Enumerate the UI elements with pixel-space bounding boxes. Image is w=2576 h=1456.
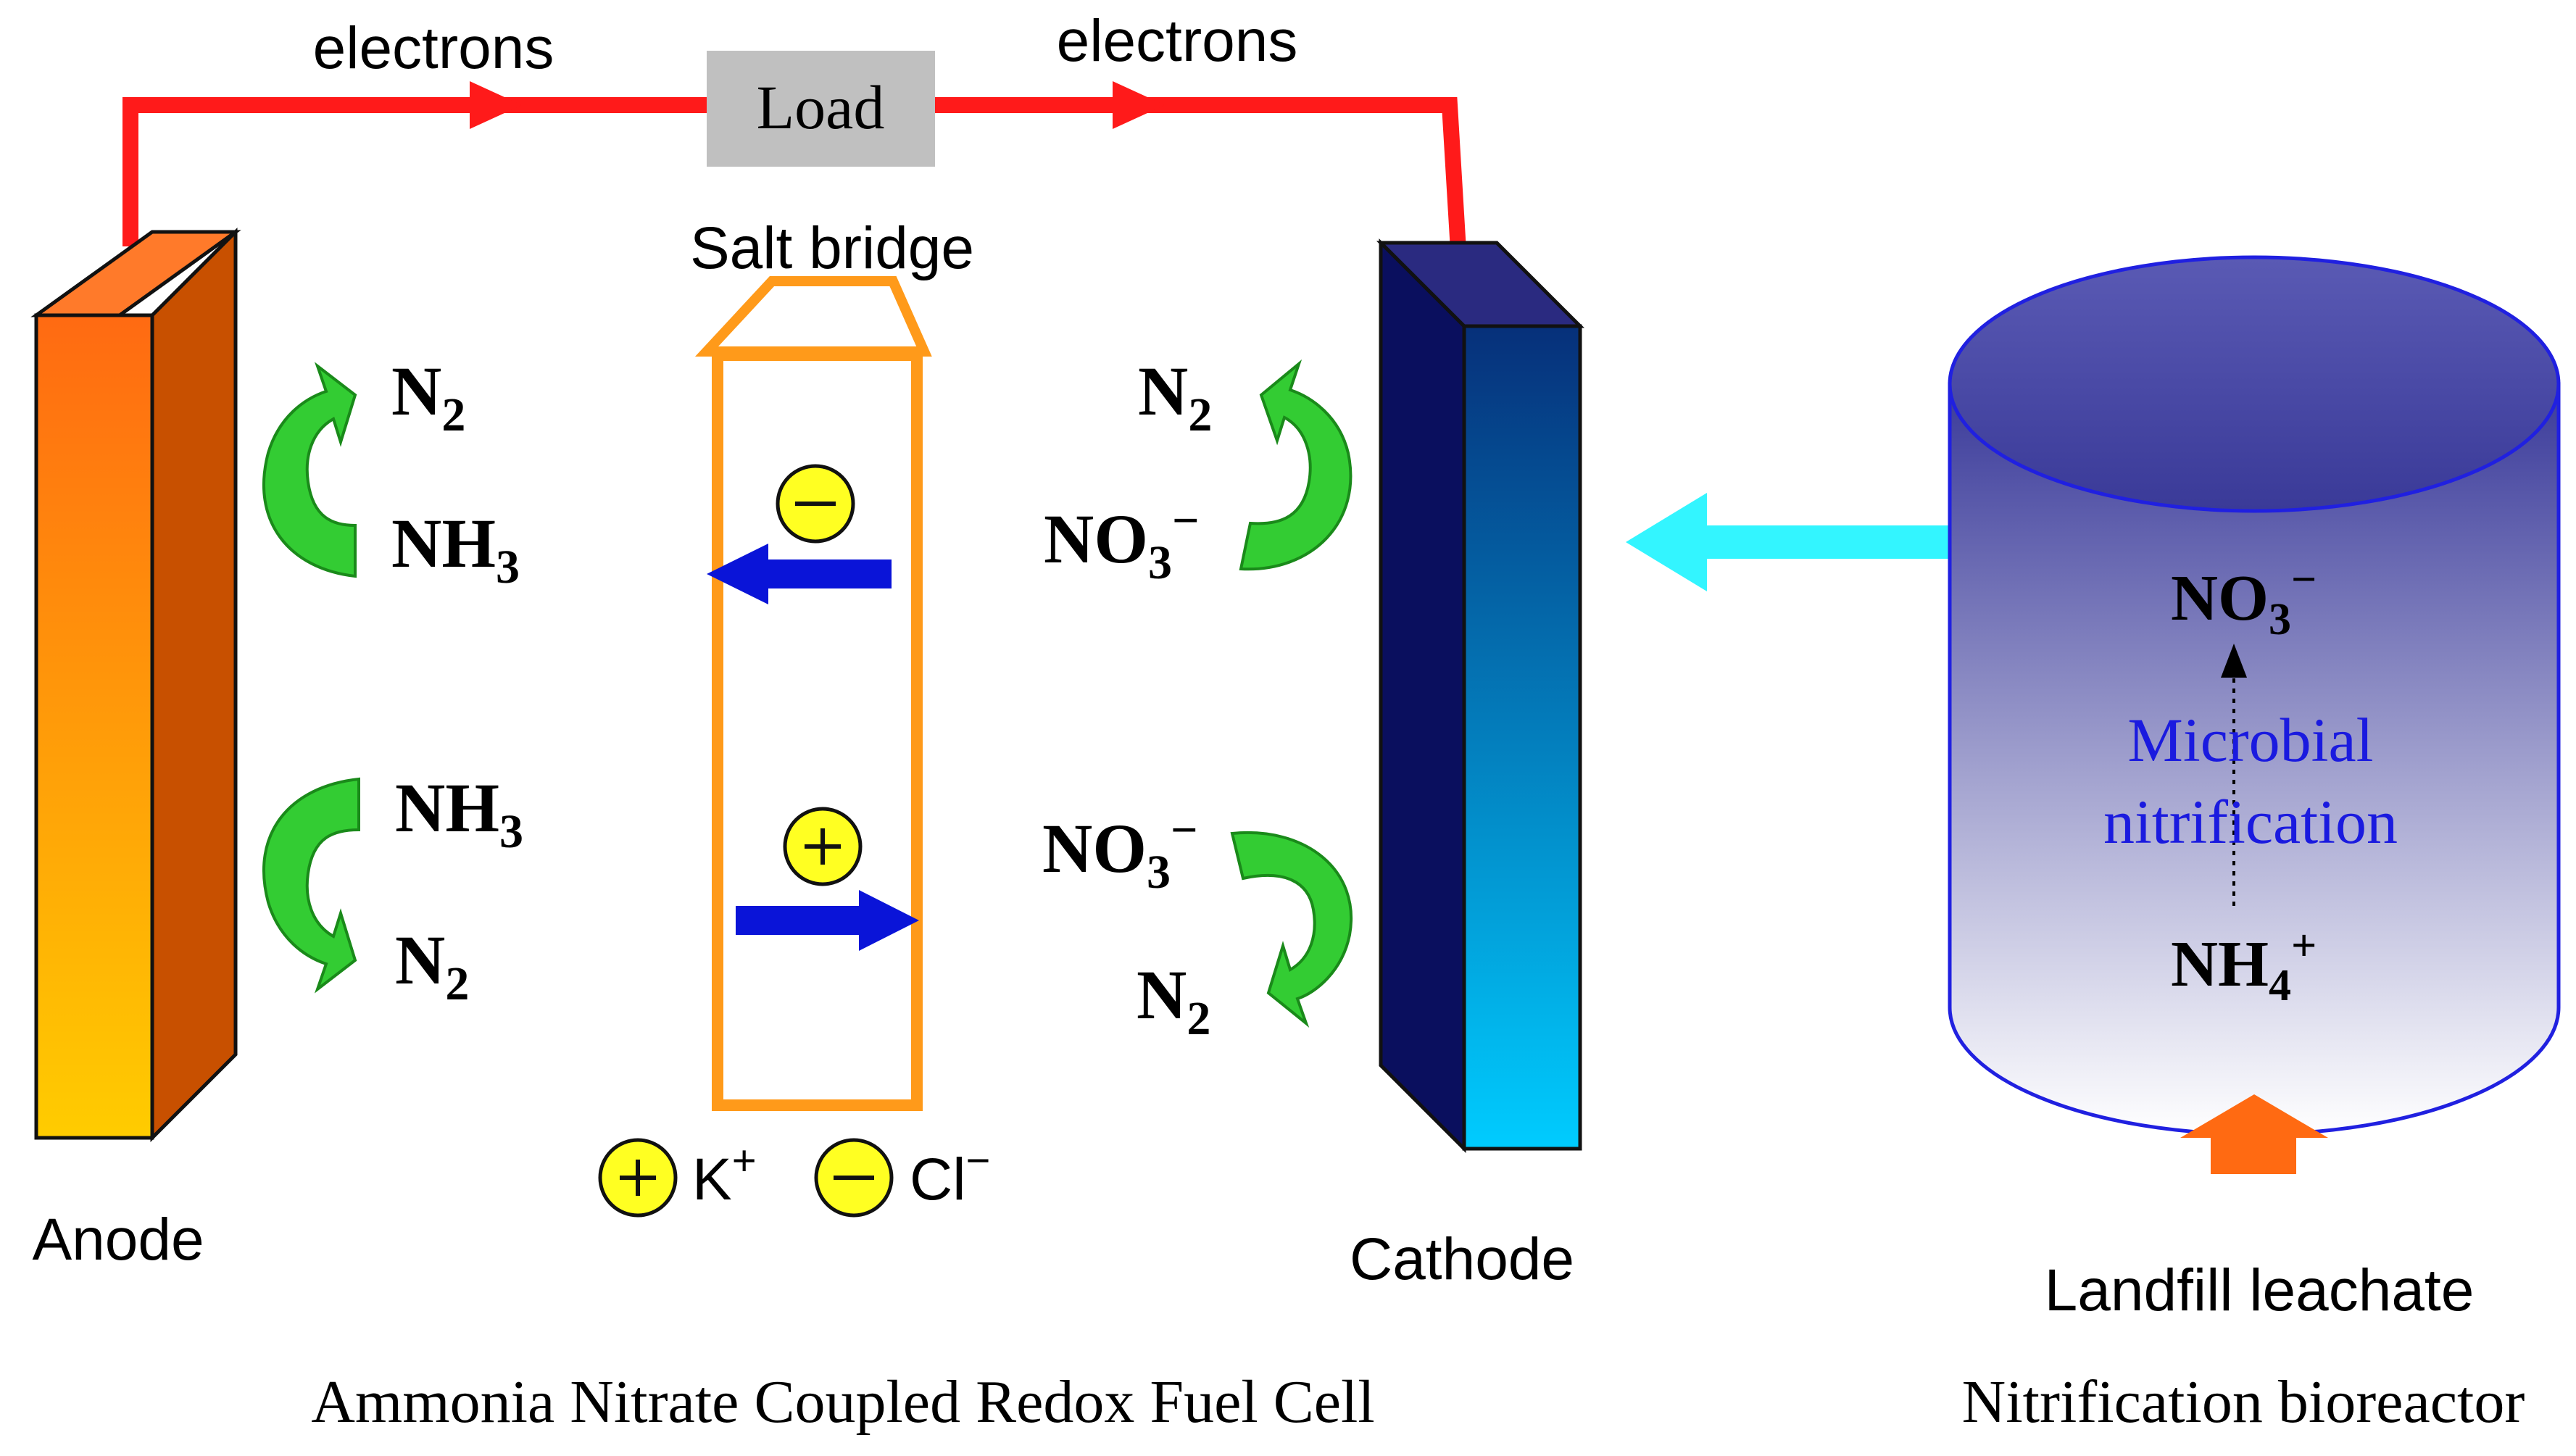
- leachate-label: Landfill leachate: [2045, 1257, 2475, 1323]
- reaction-arrow: [1239, 359, 1353, 571]
- salt-bridge: Salt bridge: [690, 215, 974, 1111]
- cl-ion-label: Cl−: [910, 1137, 990, 1212]
- cathode-top-reaction: N2 NO3−: [1044, 352, 1353, 589]
- nitrification-pathway-arrowhead: [2221, 644, 2247, 678]
- fuel-cell-caption: Ammonia Nitrate Coupled Redox Fuel Cell: [311, 1368, 1374, 1436]
- cation-flow-arrow: [736, 890, 919, 951]
- process-label-line2: nitrification: [2103, 787, 2398, 857]
- bioreactor-top: [1948, 255, 2561, 513]
- cathode-top-product: N2: [1138, 352, 1212, 441]
- circuit-wire-right: [931, 97, 1466, 251]
- anion-flow-arrow: [707, 544, 892, 604]
- anode-label: Anode: [32, 1207, 204, 1273]
- anode-side-face: [150, 227, 238, 1143]
- bioreactor-bottom-species: NH4+: [2171, 921, 2317, 1010]
- anode-bottom-reaction: NH3 N2: [262, 769, 523, 1010]
- cathode-bottom-product: N2: [1137, 956, 1210, 1045]
- reaction-arrow: [262, 362, 357, 578]
- anode-top-product: N2: [391, 352, 465, 441]
- bioreactor-caption: Nitrification bioreactor: [1962, 1368, 2525, 1436]
- ion-legend: K+ Cl−: [598, 1137, 990, 1218]
- electron-flow-arrow-right: [1113, 81, 1165, 129]
- anode-bottom-reactant: NH3: [395, 769, 523, 858]
- leachate-inflow-arrow: [2180, 1094, 2367, 1218]
- anode-front-face: [34, 313, 154, 1140]
- nitrate-feed-arrow: [1626, 493, 2035, 591]
- load-box: [707, 51, 935, 167]
- nitrification-bioreactor: NO3− Microbial nitrification NH4+ Landfi…: [1948, 255, 2561, 1323]
- cathode-side-face: [1379, 238, 1466, 1154]
- circuit-wire: [122, 97, 710, 246]
- electrons-label-left: electrons: [313, 15, 554, 81]
- reaction-arrow: [262, 777, 360, 994]
- cathode-bottom-reactant: NO3−: [1042, 804, 1198, 899]
- anode-top-reaction: N2 NH3: [262, 352, 520, 594]
- salt-bridge-tube: [712, 349, 923, 1111]
- cathode-label: Cathode: [1350, 1226, 1574, 1292]
- cathode-front-face: [1462, 324, 1582, 1151]
- salt-bridge-title: Salt bridge: [690, 215, 974, 281]
- load-label: Load: [757, 72, 885, 142]
- cathode-electrode: Cathode: [1350, 238, 1585, 1292]
- electron-flow-arrow-left: [470, 81, 522, 129]
- cathode-top-reactant: NO3−: [1044, 494, 1200, 589]
- anode-electrode: Anode: [30, 227, 241, 1273]
- salt-bridge-cap: [694, 276, 932, 357]
- k-ion-label: K+: [692, 1137, 757, 1212]
- anode-bottom-product: N2: [395, 921, 469, 1010]
- cathode-bottom-reaction: NO3− N2: [1042, 804, 1353, 1045]
- electrons-label-right: electrons: [1057, 8, 1298, 74]
- reaction-arrow: [1230, 831, 1353, 1028]
- process-label-line1: Microbial: [2127, 705, 2373, 775]
- bioreactor-top-species: NO3−: [2171, 555, 2317, 644]
- anode-top-reactant: NH3: [391, 504, 520, 594]
- external-circuit: electrons electrons Load: [122, 8, 1466, 251]
